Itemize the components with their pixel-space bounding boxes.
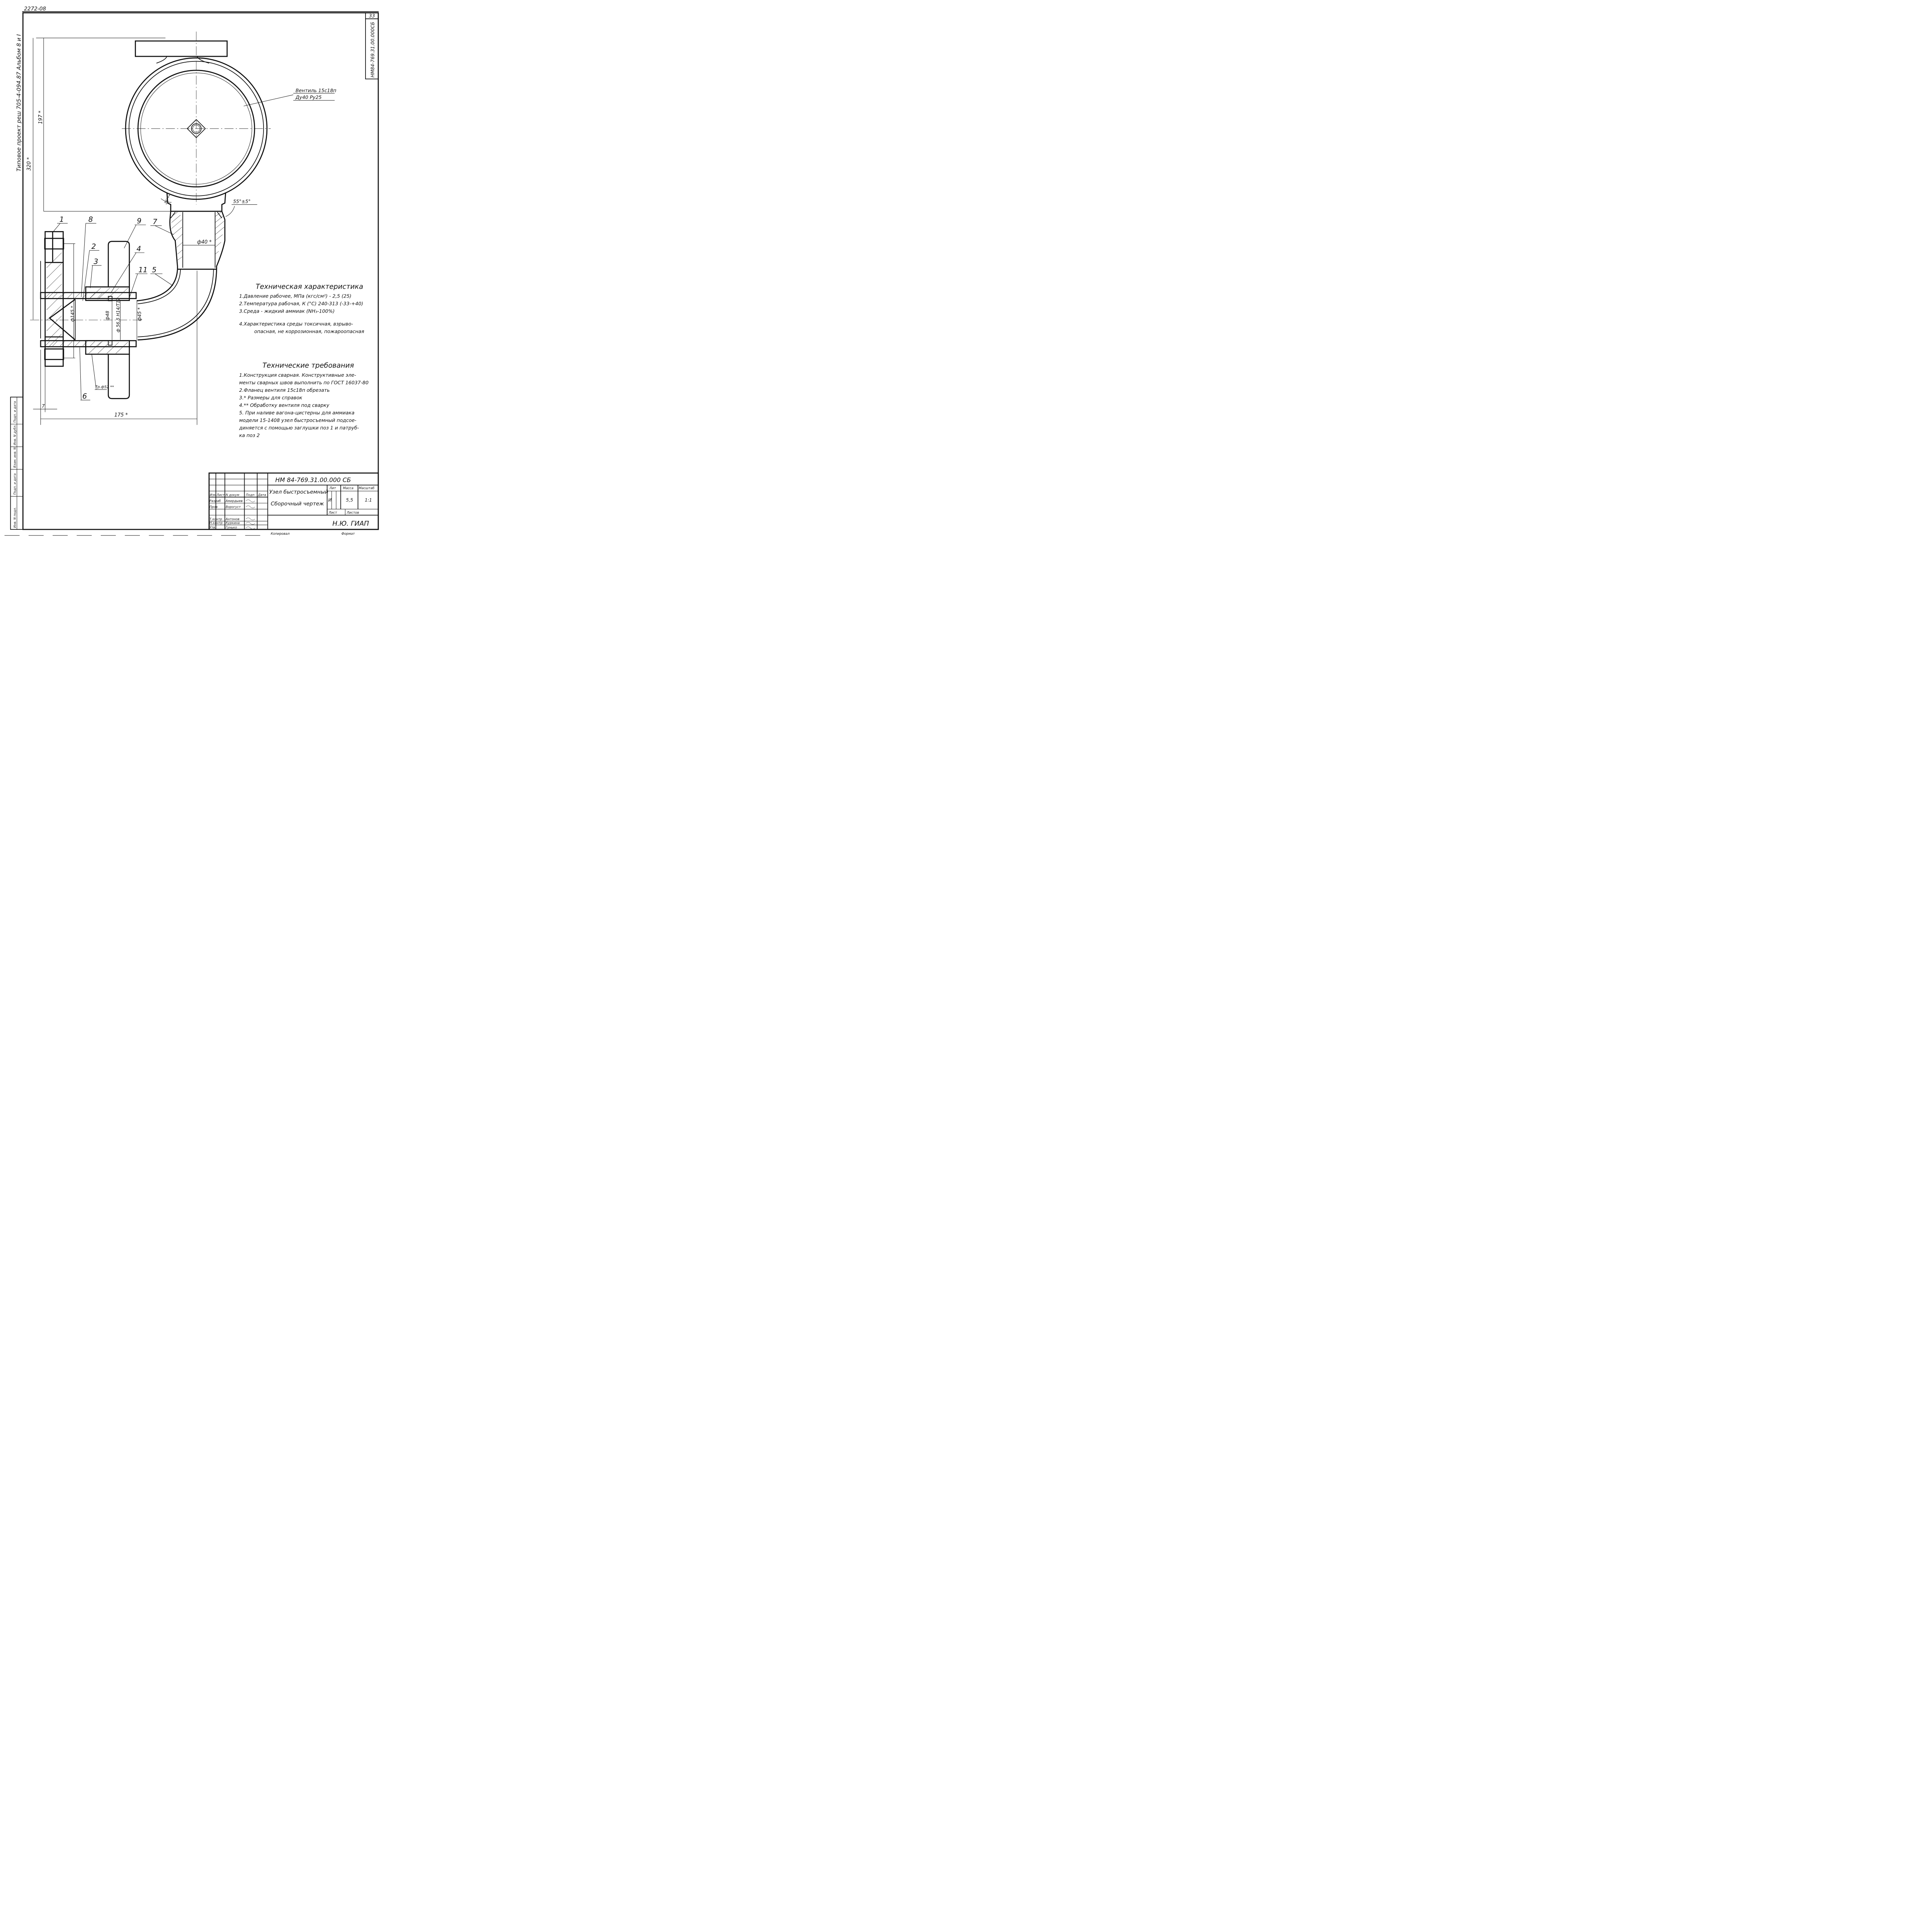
requirements-item-8: диняется с помощью заглушки поз 1 и патр… [239, 425, 359, 430]
requirements-item-4: 3.* Размеры для справок [239, 395, 303, 400]
left-archive-strip: Подп. и дата Инв. N дубл. Взам. инв. N П… [10, 396, 24, 530]
tb-role-6: Утв. [209, 525, 216, 529]
requirements-item-5: 4.** Обработку вентиля под сварку [239, 402, 330, 408]
tb-scale-header: Масштаб [359, 486, 374, 490]
tb-col-sign: Подп [246, 493, 255, 497]
dim-tr: Тр.ф52 ** [95, 385, 114, 389]
tb-role-2: Пров [209, 505, 218, 509]
dim-d145: ф145 * [70, 306, 75, 322]
top-number: 2272-08 [24, 6, 46, 12]
callout-2: 2 [91, 243, 96, 251]
tb-col-list: Лист [216, 493, 225, 497]
characteristics-item-2: 2.Температура рабочая, К (°С) 240-313 (-… [239, 301, 363, 306]
strip-cell-2: Инв. N дубл. [13, 425, 17, 445]
copied-label: Копировал [271, 532, 290, 536]
tb-role-4: Т.контр [209, 517, 222, 521]
dim-d56: ф 56,5 Н14/Т12 [116, 298, 121, 333]
tb-person-4: Антонов [225, 517, 240, 521]
dim-175: 175 * [114, 412, 128, 418]
side-project-text: Типовое проект реш 705-4-094.87 Альбом 8… [16, 34, 22, 172]
tb-col-doc: N докум [226, 493, 239, 497]
elbow-pipe [137, 269, 217, 341]
strip-cell-3: Взам. инв. N [13, 447, 17, 468]
requirements-item-7: модели 15-1408 узел быстросъемный подсое… [239, 417, 357, 423]
dim-197: 197 * [38, 111, 44, 124]
title-block: Изм Лист N докум Подп Дата Разраб Пров Т… [208, 472, 379, 530]
tb-role-5: Н.контр [209, 521, 223, 525]
tb-name-2: Сборочный чертеж [271, 501, 324, 507]
dimensions: 320 * 197 * ф40 * ф45 * ф48 ф145 * ф 56,… [26, 37, 257, 425]
requirements-item-2: менты сварных швов выполнить по ГОСТ 160… [239, 380, 369, 386]
valve-top-flange [134, 40, 228, 57]
tb-org: Н.Ю. ГИАП [332, 520, 369, 527]
dim-7: 7 [42, 403, 45, 409]
union-nut [85, 286, 130, 355]
strip-cell-1: Подп. и дата [13, 401, 17, 423]
characteristics-item-3: 3.Среда - жидкий аммиак (NH₃-100%) [239, 308, 335, 314]
callout-1: 1 [60, 216, 64, 224]
requirements-item-1: 1.Конструкция сварная. Конструктивные эл… [239, 372, 356, 378]
dim-angle: 55°±5° [233, 199, 250, 204]
corner-code-box [365, 18, 379, 80]
callout-9: 9 [137, 217, 141, 225]
tb-name-1: Узел быстросъемный [269, 489, 328, 495]
tb-person-6: Гунько [226, 525, 237, 529]
callout-5: 7 [153, 218, 157, 226]
tb-code: НМ 84-769.31.00.000 СБ [275, 477, 351, 484]
tb-sheets-label: Листов [346, 511, 359, 515]
callouts: 1 8 2 3 9 4 11 5 7 6 [52, 216, 174, 401]
strip-cell-4: Подп. и дата [13, 473, 17, 495]
callout-6: 8 [88, 216, 93, 224]
characteristics-item-4: 4.Характеристика среды токсичная, взрыво… [239, 321, 353, 327]
callout-3: 3 [94, 258, 98, 266]
tb-mass-header: Масса [343, 486, 354, 490]
dim-d40: ф40 * [197, 240, 212, 245]
callout-11: 5 [152, 266, 156, 274]
dim-320: 320 * [26, 157, 32, 171]
strip-cell-5: Инв. N подл. [13, 507, 17, 528]
tb-col-izm: Изм [210, 493, 216, 497]
requirements-item-9: ка поз 2 [239, 432, 260, 438]
callout-7: 6 [82, 393, 87, 401]
characteristics-title: Техническая характеристика [256, 282, 363, 291]
requirements-title: Технические требования [262, 362, 354, 370]
requirements-item-6: 5. При наливе вагона-цистерны для аммиак… [239, 410, 354, 415]
valve-label-1: Вентиль 15с18п [296, 87, 337, 93]
characteristics-block: Техническая характеристика 1.Давление ра… [239, 282, 364, 334]
dim-d45: ф45 * [137, 308, 142, 321]
handle-bar [107, 241, 130, 399]
tb-role-1: Разраб [209, 499, 221, 503]
tb-sheet-label: Лист [328, 511, 338, 515]
tb-lit-header: Лит [329, 486, 336, 490]
sheet-number: 33 [369, 13, 375, 19]
valve: Вентиль 15с18п Ду40 Ру25 [122, 31, 337, 211]
tb-col-date: Дата [258, 493, 266, 497]
characteristics-item-1: 1.Давление рабочее, МПа (кгс/см²) - 2,5 … [239, 293, 352, 299]
format-label: Формат [342, 532, 355, 536]
sheet-frame [22, 12, 379, 530]
valve-label-2: Ду40 Ру25 [295, 94, 322, 100]
tb-lit-value: И [328, 497, 332, 503]
dim-angle-small: 36°** [163, 194, 172, 205]
corner-code: НМ84-769.31.00.000СБ [370, 22, 375, 78]
assembly-drawing-sheet: 2272-08 33 НМ84-769.31.00.000СБ Типовое … [4, 6, 379, 536]
tb-person-5: Куркина [226, 521, 240, 525]
tb-scale-value: 1:1 [365, 497, 372, 503]
weld-neck [169, 211, 226, 270]
callout-8: 4 [136, 245, 141, 253]
requirements-block: Технические требования 1.Конструкция сва… [239, 362, 369, 438]
callout-4: 11 [138, 266, 148, 274]
characteristics-item-5: опасная, не коррозионная, пожароопасная [254, 328, 364, 334]
valve-stem-nut [187, 119, 206, 138]
tb-person-2: Ворогуст [226, 505, 241, 509]
dim-d48: ф48 [105, 311, 110, 320]
tb-mass-value: 5,5 [346, 497, 353, 503]
tb-person-1: Амирдыев [225, 499, 243, 503]
requirements-item-3: 2.Фланец вентиля 15с18п обрезать [239, 387, 330, 393]
